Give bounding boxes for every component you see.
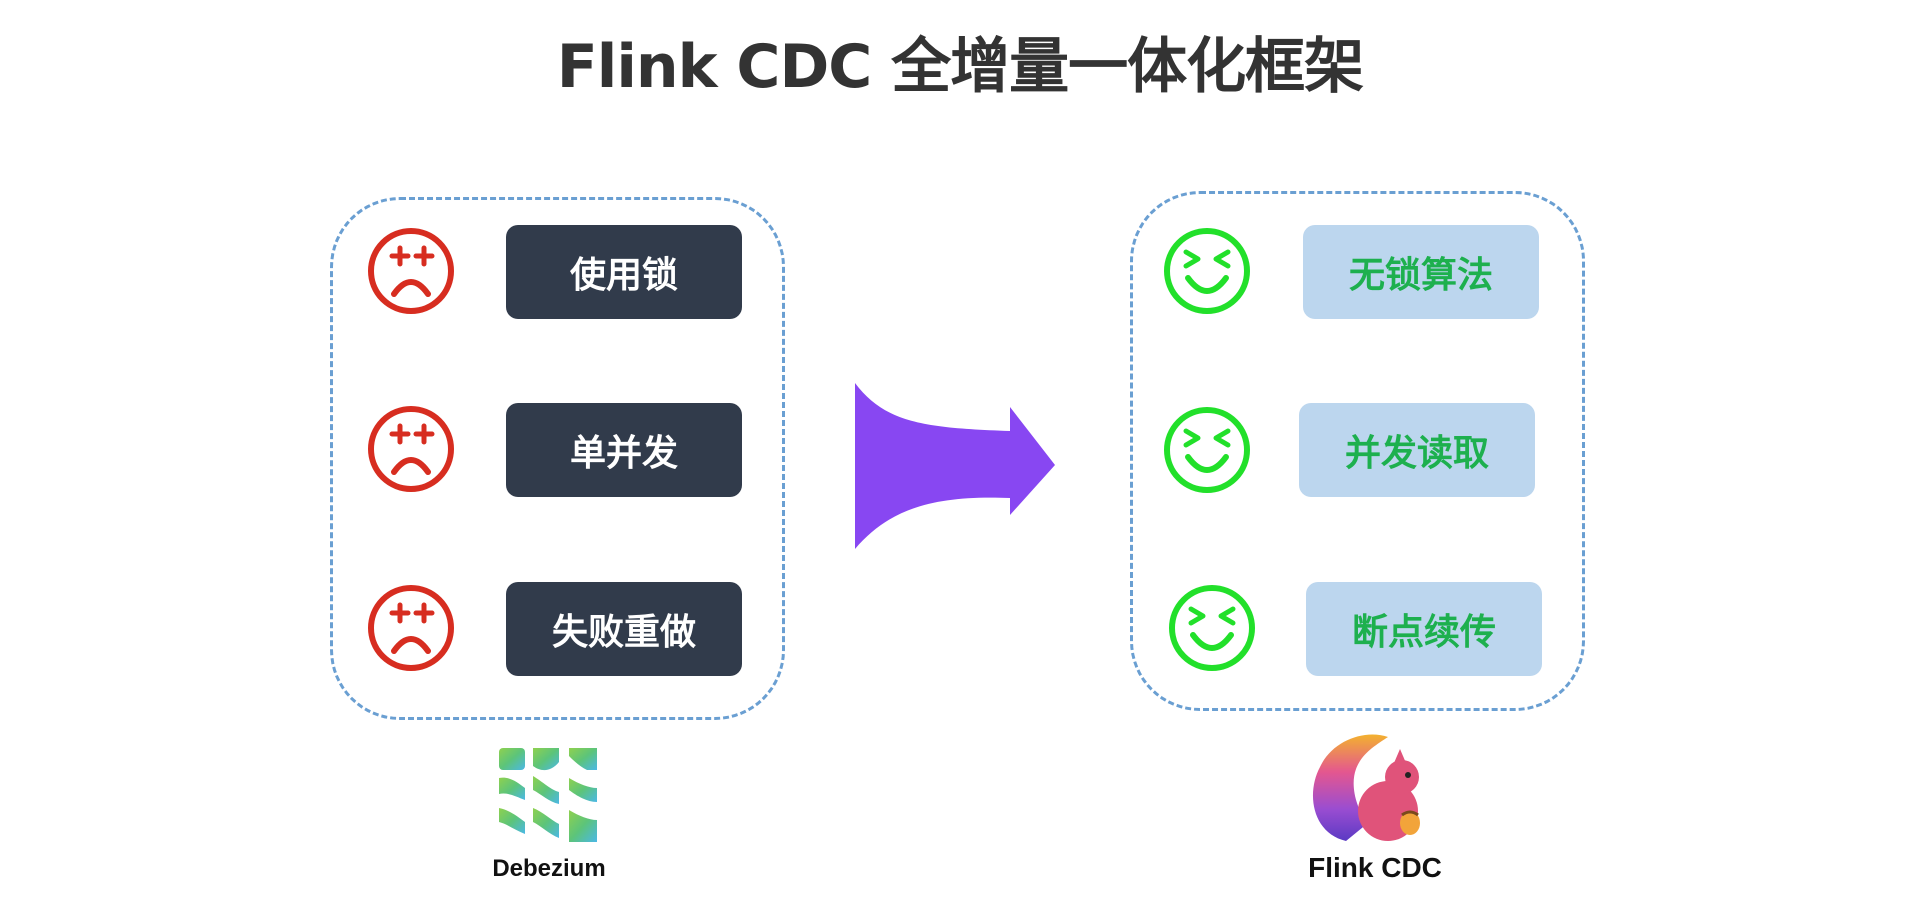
happy-face-icon [1164, 407, 1250, 493]
feature-use-lock: 使用锁 [506, 225, 742, 319]
feature-lock-free-algorithm: 无锁算法 [1303, 225, 1539, 319]
sad-face-icon [368, 585, 454, 671]
sad-face-icon [368, 228, 454, 314]
transition-arrow-icon [855, 383, 1055, 549]
debezium-caption: Debezium [492, 855, 606, 882]
feature-redo-on-failure: 失败重做 [506, 582, 742, 676]
page-title: Flink CDC 全增量一体化框架 [556, 32, 1364, 102]
happy-face-icon [1169, 585, 1255, 671]
feature-single-concurrency: 单并发 [506, 403, 742, 497]
debezium-logo [499, 748, 597, 842]
debezium-group [330, 197, 785, 720]
sad-face-icon [368, 406, 454, 492]
feature-concurrent-read: 并发读取 [1299, 403, 1535, 497]
happy-face-icon [1164, 228, 1250, 314]
flink-squirrel-logo [1312, 734, 1420, 841]
flink-cdc-caption: Flink CDC [1308, 852, 1442, 883]
flink-cdc-group [1130, 191, 1585, 711]
feature-resume-from-breakpoint: 断点续传 [1306, 582, 1542, 676]
